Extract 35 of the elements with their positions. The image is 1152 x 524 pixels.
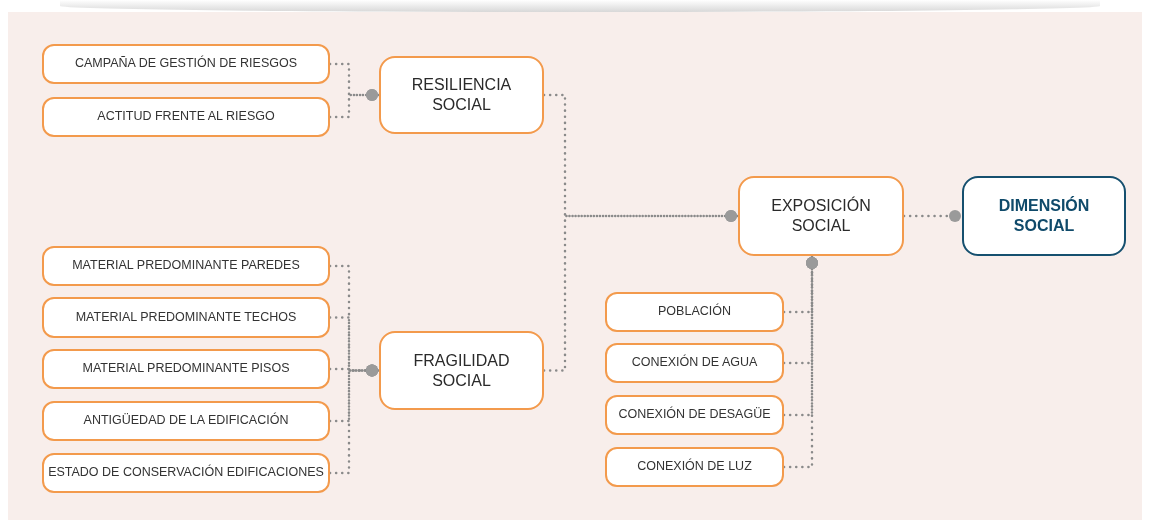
indicator-box bbox=[605, 292, 784, 332]
dotted-connector bbox=[328, 89, 381, 119]
node-label: CONEXIÓN DE AGUA bbox=[631, 355, 758, 371]
node-label: ANTIGÜEDAD DE LA EDIFICACIÓN bbox=[83, 413, 289, 429]
component-box bbox=[379, 56, 544, 134]
node-label: POBLACIÓN bbox=[658, 304, 731, 320]
component-box bbox=[379, 331, 544, 410]
node-label: CONEXIÓN DE LUZ bbox=[637, 459, 752, 475]
node-label: CAMPAÑA DE GESTIÓN DE RIESGOS bbox=[74, 56, 297, 72]
dotted-connector bbox=[328, 364, 381, 475]
node-label: EXPOSICIÓN SOCIAL bbox=[770, 196, 872, 236]
indicator-box bbox=[42, 297, 330, 338]
component-box bbox=[738, 176, 904, 256]
node-label: MATERIAL PREDOMINANTE PAREDES bbox=[72, 258, 300, 274]
node-label: DIMENSIÓN SOCIAL bbox=[997, 196, 1091, 236]
indicator-box bbox=[605, 395, 784, 435]
dimension-box bbox=[962, 176, 1126, 256]
indicator-box bbox=[42, 453, 330, 493]
indicator-box bbox=[605, 447, 784, 487]
indicator-box bbox=[42, 401, 330, 441]
indicator-box bbox=[605, 343, 784, 383]
node-label: MATERIAL PREDOMINANTE PISOS bbox=[82, 361, 290, 377]
indicator-box bbox=[42, 97, 330, 137]
node-label: MATERIAL PREDOMINANTE TECHOS bbox=[75, 309, 297, 326]
dotted-connector bbox=[542, 210, 740, 372]
node-label: CONEXIÓN DE DESAGÜE bbox=[618, 407, 771, 423]
indicator-box bbox=[42, 246, 330, 286]
node-label: RESILIENCIA SOCIAL bbox=[410, 75, 513, 115]
node-label: FRAGILIDAD SOCIAL bbox=[412, 350, 511, 391]
indicator-box bbox=[42, 44, 330, 84]
node-label: ACTITUD FRENTE AL RIESGO bbox=[97, 109, 275, 125]
node-label: ESTADO DE CONSERVACIÓN EDIFICACIONES bbox=[48, 465, 324, 481]
dotted-connector bbox=[902, 210, 964, 222]
dotted-connector bbox=[782, 254, 818, 469]
indicator-box bbox=[42, 349, 330, 389]
